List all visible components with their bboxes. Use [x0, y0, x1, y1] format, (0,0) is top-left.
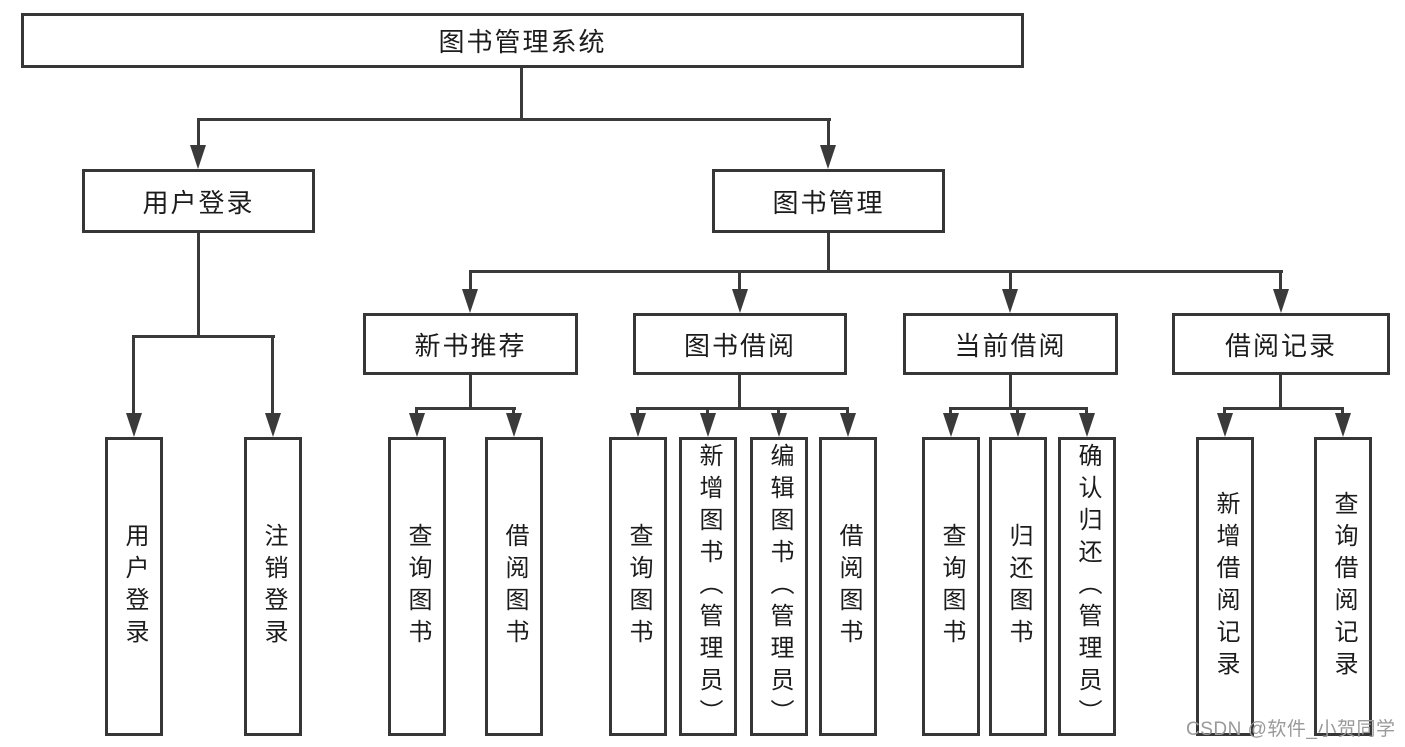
- node-label: 当前借阅: [954, 330, 1067, 361]
- leaf-query-borrow-record: 查询借阅记录: [1314, 437, 1372, 736]
- connector-drop: [1009, 272, 1012, 291]
- leaf-label: 用户登录: [121, 522, 148, 651]
- leaf-edit-book-admin: 编辑图书（管理员）: [750, 437, 808, 736]
- connector-bar: [1223, 407, 1344, 410]
- arrow-down-icon: [630, 413, 646, 437]
- arrow-down-icon: [1217, 413, 1233, 437]
- leaf-borrow-book: 借阅图书: [485, 437, 543, 736]
- connector-stem: [1009, 375, 1012, 407]
- leaf-label: 查询图书: [404, 522, 431, 651]
- leaf-label: 查询图书: [938, 522, 965, 651]
- leaf-return-book: 归还图书: [989, 437, 1047, 736]
- arrow-down-icon: [771, 413, 787, 437]
- connector-bar: [636, 407, 849, 410]
- connector-stem: [520, 68, 523, 118]
- leaf-label: 借阅图书: [835, 522, 862, 651]
- leaf-label: 编辑图书（管理员）: [766, 442, 793, 731]
- connector-bar: [197, 118, 831, 121]
- connector-drop: [827, 120, 830, 148]
- arrow-down-icon: [732, 289, 748, 313]
- connector-stem: [197, 233, 200, 335]
- node-user-login: 用户登录: [82, 169, 315, 233]
- leaf-label: 确认归还（管理员）: [1074, 442, 1101, 731]
- node-new-book-recommend: 新书推荐: [363, 313, 578, 375]
- arrow-down-icon: [820, 145, 836, 169]
- node-label: 图书管理系统: [438, 27, 607, 57]
- node-label: 用户登录: [142, 187, 255, 218]
- connector-bar: [415, 407, 516, 410]
- node-label: 图书借阅: [683, 330, 796, 361]
- connector-stem: [1279, 375, 1282, 407]
- arrow-down-icon: [1010, 413, 1026, 437]
- arrow-down-icon: [190, 145, 206, 169]
- arrow-down-icon: [126, 413, 142, 437]
- leaf-label: 查询图书: [625, 522, 652, 651]
- connector-drop: [197, 120, 200, 148]
- connector-drop: [738, 272, 741, 291]
- node-borrow-records: 借阅记录: [1172, 313, 1390, 375]
- connector-stem: [827, 233, 830, 270]
- leaf-add-borrow-record: 新增借阅记录: [1196, 437, 1254, 736]
- node-book-management: 图书管理: [712, 169, 945, 233]
- connector-stem: [738, 375, 741, 407]
- connector-drop: [469, 272, 472, 291]
- arrow-down-icon: [409, 413, 425, 437]
- arrow-down-icon: [1273, 289, 1289, 313]
- connector-stem: [469, 375, 472, 407]
- node-label: 借阅记录: [1224, 330, 1337, 361]
- leaf-query-books: 查询图书: [388, 437, 446, 736]
- arrow-down-icon: [840, 413, 856, 437]
- connector-drop: [1279, 272, 1282, 291]
- node-book-borrow: 图书借阅: [633, 313, 847, 375]
- arrow-down-icon: [1079, 413, 1095, 437]
- node-library-management-system: 图书管理系统: [21, 13, 1024, 68]
- arrow-down-icon: [700, 413, 716, 437]
- leaf-label: 查询借阅记录: [1330, 490, 1357, 683]
- arrow-down-icon: [1002, 289, 1018, 313]
- node-label: 图书管理: [772, 187, 885, 218]
- leaf-label: 新增借阅记录: [1212, 490, 1239, 683]
- connector-bar: [469, 270, 1283, 273]
- arrow-down-icon: [462, 289, 478, 313]
- connector-bar: [949, 407, 1088, 410]
- leaf-borrow-book-2: 借阅图书: [819, 437, 877, 736]
- connector-drop: [271, 337, 274, 415]
- arrow-down-icon: [943, 413, 959, 437]
- leaf-query-books-3: 查询图书: [922, 437, 980, 736]
- leaf-label: 新增图书（管理员）: [695, 442, 722, 731]
- leaf-user-login: 用户登录: [105, 437, 163, 736]
- connector-bar: [132, 335, 275, 338]
- arrow-down-icon: [1335, 413, 1351, 437]
- leaf-label: 归还图书: [1005, 522, 1032, 651]
- leaf-add-book-admin: 新增图书（管理员）: [679, 437, 737, 736]
- arrow-down-icon: [265, 413, 281, 437]
- node-current-borrow: 当前借阅: [903, 313, 1118, 375]
- watermark: CSDN @软件_小贺同学: [1186, 719, 1396, 740]
- connector-drop: [132, 337, 135, 415]
- leaf-query-books-2: 查询图书: [609, 437, 667, 736]
- arrow-down-icon: [506, 413, 522, 437]
- leaf-label: 借阅图书: [501, 522, 528, 651]
- leaf-logout: 注销登录: [244, 437, 302, 736]
- leaf-label: 注销登录: [260, 522, 287, 651]
- node-label: 新书推荐: [414, 330, 527, 361]
- leaf-confirm-return-admin: 确认归还（管理员）: [1058, 437, 1116, 736]
